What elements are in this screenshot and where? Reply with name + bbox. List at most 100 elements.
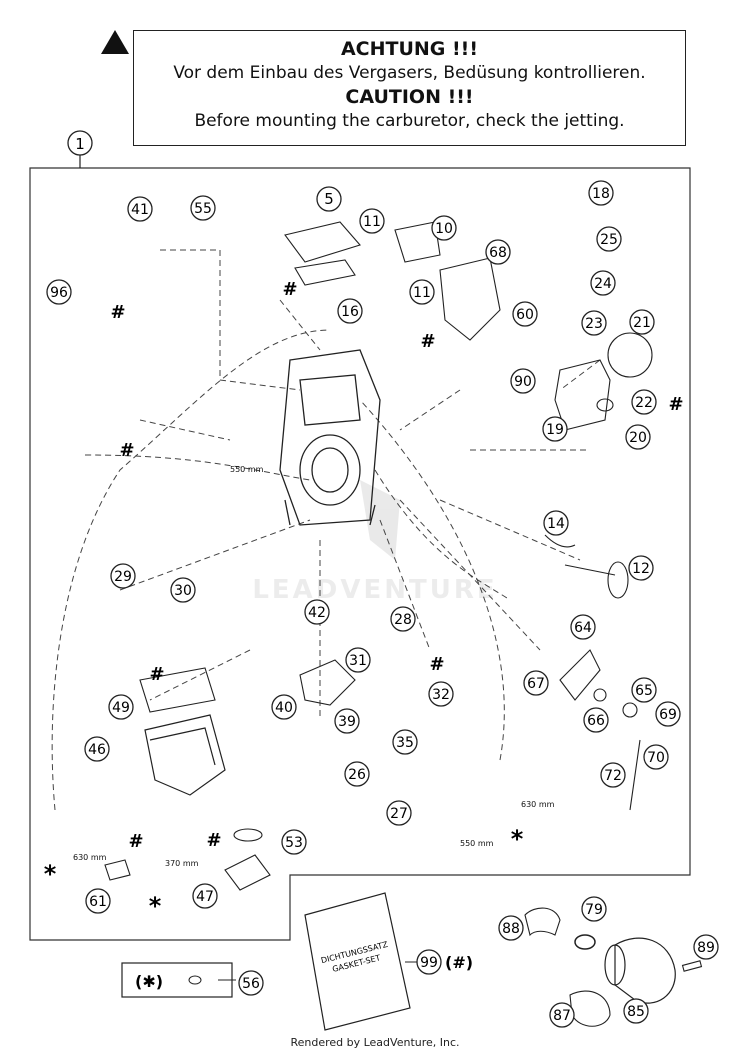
callout-circle: [108, 694, 134, 720]
callout-circle: [631, 677, 657, 703]
part-callout: 88: [498, 915, 524, 941]
callout-number: 24: [594, 276, 612, 292]
caution-text-en: Before mounting the carburetor, check th…: [194, 111, 625, 131]
callout-number: 68: [489, 245, 507, 261]
callout-number: 67: [527, 676, 545, 692]
part-callout: 89: [693, 934, 719, 960]
part-callout: 35: [392, 729, 418, 755]
callout-circle: [409, 279, 435, 305]
callout-circle: [170, 577, 196, 603]
dim-370mm: 370 mm: [165, 859, 199, 868]
callout-circle: [190, 195, 216, 221]
callout-circle: [655, 701, 681, 727]
callout-circle: [271, 694, 297, 720]
top-cover-part: [284, 221, 361, 286]
callout-number: 69: [659, 707, 677, 723]
pump-cover-part: [224, 828, 271, 891]
callout-number: 35: [396, 735, 414, 751]
assembly-callout-number: 1: [75, 135, 85, 153]
callout-circle: [127, 196, 153, 222]
intake-boot-part: [604, 937, 676, 1004]
part-callout: 21: [629, 309, 655, 335]
callout-number: 72: [604, 768, 622, 784]
callout-number: 99: [420, 955, 438, 971]
part-callout: 28: [390, 606, 416, 632]
carburetor-body: [279, 349, 381, 526]
part-callout: 61: [85, 888, 111, 914]
part-callout: 87: [549, 1002, 575, 1028]
part-callout: 49: [108, 694, 134, 720]
callout-number: 61: [89, 894, 107, 910]
part-callout: 70: [643, 744, 669, 770]
hash-mark: #: [128, 831, 143, 852]
part-callout: 11: [359, 208, 385, 234]
callout-number: 56: [242, 976, 260, 992]
callout-number: 20: [629, 430, 647, 446]
callout-circle: [583, 707, 609, 733]
mark-layer: #########***: [44, 279, 684, 920]
callout-number: 21: [633, 315, 651, 331]
asterisk-mark: *: [149, 892, 162, 920]
callout-circle: [581, 896, 607, 922]
part-callout: 22: [631, 389, 657, 415]
callout-circle: [359, 208, 385, 234]
callout-number: 42: [308, 605, 326, 621]
callout-number: 65: [635, 683, 653, 699]
part-callout: 20: [625, 424, 651, 450]
part-callout: 72: [600, 762, 626, 788]
callout-circle: [549, 1002, 575, 1028]
callout-circle: [629, 309, 655, 335]
callout-number: 88: [502, 921, 520, 937]
callout-circle: [345, 647, 371, 673]
callout-number: 30: [174, 583, 192, 599]
dashed-leader-lines: [51, 249, 601, 811]
part-callout: 79: [581, 896, 607, 922]
part-callout: 46: [84, 736, 110, 762]
o-ring-part: [569, 990, 611, 1027]
callout-circle: [84, 736, 110, 762]
callout-circle: [334, 708, 360, 734]
hash-mark: #: [119, 440, 134, 461]
part-callout: 41: [127, 196, 153, 222]
callout-number: 26: [348, 767, 366, 783]
part-callout: 31: [345, 647, 371, 673]
callout-circle: [512, 301, 538, 327]
callout-number: 90: [514, 374, 532, 390]
hash-mark: #: [149, 664, 164, 685]
part-callout: 65: [631, 677, 657, 703]
caution-title-de: ACHTUNG !!!: [340, 38, 479, 60]
dim-550mm-lower: 550 mm: [460, 839, 494, 848]
throttle-drum-part: [544, 534, 629, 599]
callout-circle: [588, 180, 614, 206]
hash-mark: #: [420, 331, 435, 352]
callout-circle: [416, 949, 442, 975]
part-callout: 47: [192, 883, 218, 909]
callout-number: 18: [592, 186, 610, 202]
callout-number: 55: [194, 201, 212, 217]
callout-circle: [623, 998, 649, 1024]
callout-circle: [281, 829, 307, 855]
asterisk-mark: *: [511, 825, 524, 853]
part-callout: 69: [655, 701, 681, 727]
asterisk-kit-box: [121, 962, 233, 998]
caution-text-de: Vor dem Einbau des Vergasers, Bedüsung k…: [173, 63, 646, 83]
callout-circle: [428, 681, 454, 707]
part-callout: 18: [588, 180, 614, 206]
hose-clamp-part: [574, 934, 596, 950]
part-callout: 60: [512, 301, 538, 327]
hash-mark: #: [668, 394, 683, 415]
callout-circle: [85, 888, 111, 914]
callout-number: 31: [349, 653, 367, 669]
footer-credit: Rendered by LeadVenture, Inc.: [290, 1036, 460, 1049]
part-callout: 30: [170, 577, 196, 603]
part-callout: 85: [623, 998, 649, 1024]
hash-mark: #: [206, 830, 221, 851]
callout-circle: [693, 934, 719, 960]
callout-number: 5: [324, 190, 334, 208]
part-callout: 39: [334, 708, 360, 734]
callout-circle: [590, 270, 616, 296]
part-callout: 90: [510, 368, 536, 394]
callout-circle: [631, 389, 657, 415]
part-callout: 55: [190, 195, 216, 221]
callout-circle: [110, 563, 136, 589]
